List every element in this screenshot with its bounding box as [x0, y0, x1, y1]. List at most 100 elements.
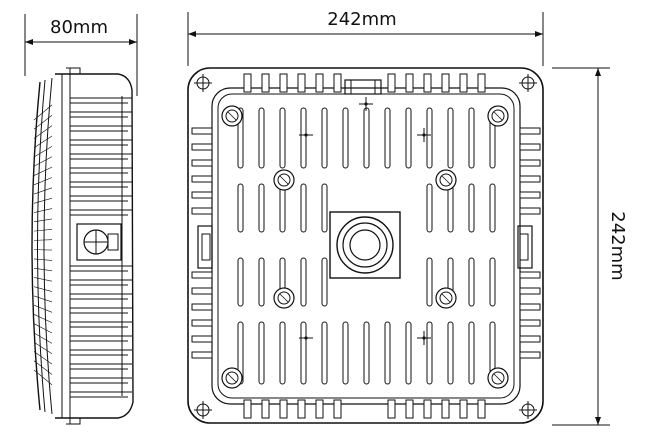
left-tab	[191, 143, 213, 151]
right-tab	[519, 127, 541, 135]
plus-dot	[304, 133, 308, 137]
right-tab	[519, 287, 541, 295]
bottom-tab	[315, 399, 324, 419]
screw-slot	[493, 111, 503, 121]
front-fin	[426, 107, 433, 169]
bottom-tab	[243, 399, 252, 419]
left-tab	[191, 335, 213, 343]
front-height-label: 242mm	[607, 211, 628, 280]
screw-slot	[227, 373, 237, 383]
lens-hatch-line	[33, 286, 53, 292]
front-fin	[300, 107, 307, 169]
right-tab	[519, 351, 541, 359]
front-fin	[447, 183, 454, 233]
bottom-tab	[423, 399, 432, 419]
front-fin	[321, 183, 328, 233]
front-fins	[237, 107, 496, 385]
lens-hatch-line	[33, 369, 53, 386]
front-fin	[258, 321, 265, 385]
lens-hatch-line	[33, 304, 53, 313]
front-fin	[489, 183, 496, 233]
front-fin	[300, 183, 307, 233]
side-width-dimension: 80mm	[24, 14, 138, 96]
front-fin	[384, 107, 391, 169]
front-fin	[363, 321, 370, 385]
front-fin	[321, 257, 328, 307]
top-tab	[279, 73, 288, 93]
alignment-marks	[299, 97, 431, 345]
front-fin	[321, 321, 328, 385]
lens-hatch-line	[33, 351, 53, 365]
right-tab	[519, 143, 541, 151]
bottom-tab	[279, 399, 288, 419]
right-tab	[519, 303, 541, 311]
right-tab	[519, 335, 541, 343]
left-tab	[191, 191, 213, 199]
front-fin	[279, 183, 286, 233]
front-fin	[237, 183, 244, 233]
right-latch	[517, 225, 533, 269]
right-edge-tabs	[519, 127, 541, 359]
front-fin	[426, 257, 433, 307]
front-fin	[279, 321, 286, 385]
right-tab	[519, 207, 541, 215]
screw-slot	[279, 175, 289, 185]
front-fin	[468, 107, 475, 169]
screw-holes	[221, 105, 509, 389]
front-fin	[426, 321, 433, 385]
plus-dot	[422, 133, 426, 137]
lens-hatch-line	[33, 218, 53, 223]
left-edge-tabs	[191, 127, 213, 359]
top-tab	[243, 73, 252, 93]
left-tab	[191, 319, 213, 327]
central-mounting-hub	[329, 211, 401, 279]
lens-hatch-line	[33, 360, 53, 375]
lens-hatch-line	[33, 166, 53, 176]
front-fin	[300, 321, 307, 385]
front-fin	[468, 321, 475, 385]
lens-hatching	[33, 104, 53, 386]
bottom-edge-tabs	[243, 399, 486, 419]
screw-slot	[227, 111, 237, 121]
top-tab	[477, 73, 486, 93]
front-fin	[447, 107, 454, 169]
top-center-block	[344, 79, 382, 95]
plus-dot	[422, 336, 426, 340]
front-fin	[279, 107, 286, 169]
top-tab	[423, 73, 432, 93]
right-tab	[519, 319, 541, 327]
lens-hatch-line	[33, 187, 53, 195]
left-tab	[191, 351, 213, 359]
left-latch	[197, 225, 213, 269]
front-fin	[342, 107, 349, 169]
left-tab	[191, 175, 213, 183]
lens-hatch-line	[33, 239, 53, 241]
front-fin	[237, 257, 244, 307]
lens-hatch-line	[33, 314, 53, 323]
right-tab	[519, 159, 541, 167]
left-tab	[191, 127, 213, 135]
lens-hatch-line	[33, 135, 53, 149]
top-edge-tabs	[243, 73, 486, 93]
lens-hatch-line	[33, 208, 53, 213]
lens-hatch-line	[33, 146, 53, 158]
lens-hatch-line	[33, 197, 53, 204]
lens-hatch-line	[33, 277, 53, 282]
front-fin	[258, 183, 265, 233]
screw-slot	[441, 175, 451, 185]
bottom-tab	[405, 399, 414, 419]
left-tab	[191, 159, 213, 167]
side-fins	[70, 97, 132, 398]
screw-slot	[493, 373, 503, 383]
top-tab	[261, 73, 270, 93]
lens-hatch-line	[33, 104, 53, 121]
bottom-tab	[477, 399, 486, 419]
lens-hatch-line	[33, 267, 53, 272]
bottom-tab	[261, 399, 270, 419]
screw-slot	[279, 293, 289, 303]
top-tab	[333, 73, 342, 93]
top-tab	[405, 73, 414, 93]
front-fin	[258, 257, 265, 307]
bottom-tab	[387, 399, 396, 419]
